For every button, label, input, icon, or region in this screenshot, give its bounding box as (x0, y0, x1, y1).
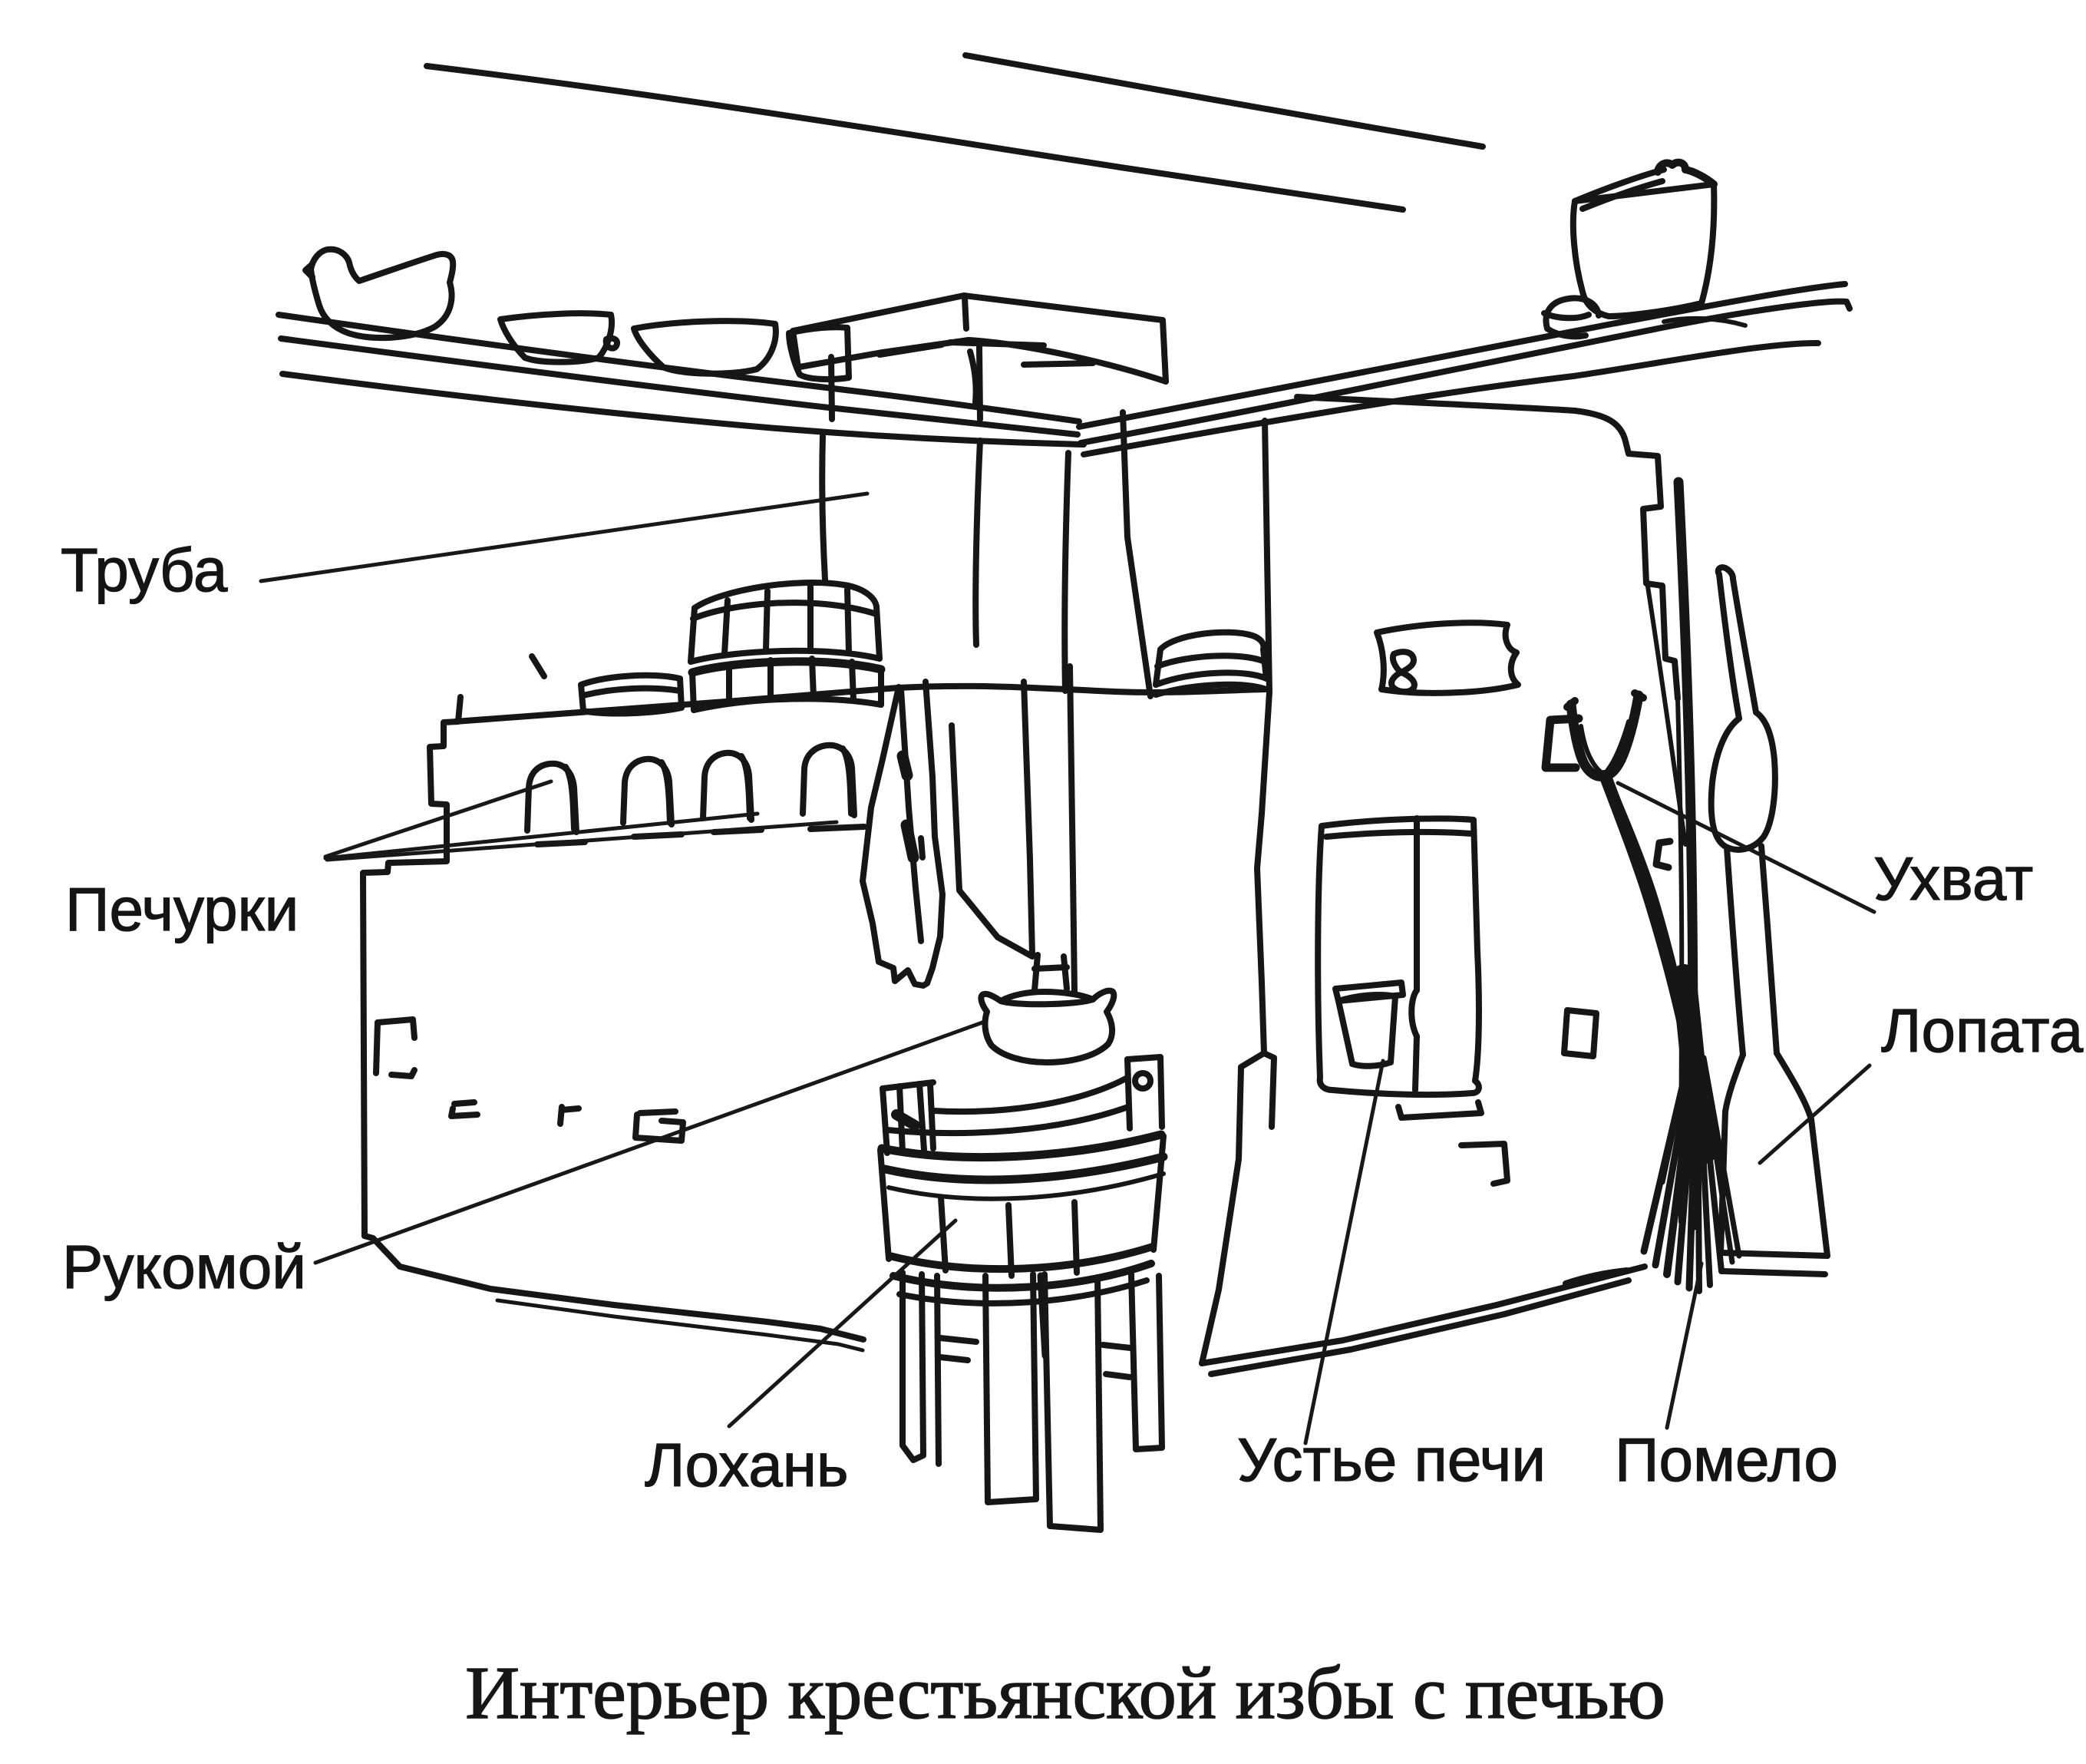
svg-text:Интерьер крестьянской избы с п: Интерьер крестьянской избы с печью (465, 1652, 1665, 1735)
svg-text:Труба: Труба (61, 536, 228, 604)
svg-text:Устье печи: Устье печи (1237, 1425, 1546, 1494)
svg-text:Лопата: Лопата (1881, 996, 2084, 1065)
svg-text:Лохань: Лохань (645, 1431, 849, 1499)
svg-text:Ухват: Ухват (1873, 844, 2033, 913)
svg-text:Печурки: Печурки (65, 875, 299, 943)
svg-text:Помело: Помело (1615, 1425, 1838, 1494)
svg-text:Рукомой: Рукомой (62, 1233, 306, 1301)
